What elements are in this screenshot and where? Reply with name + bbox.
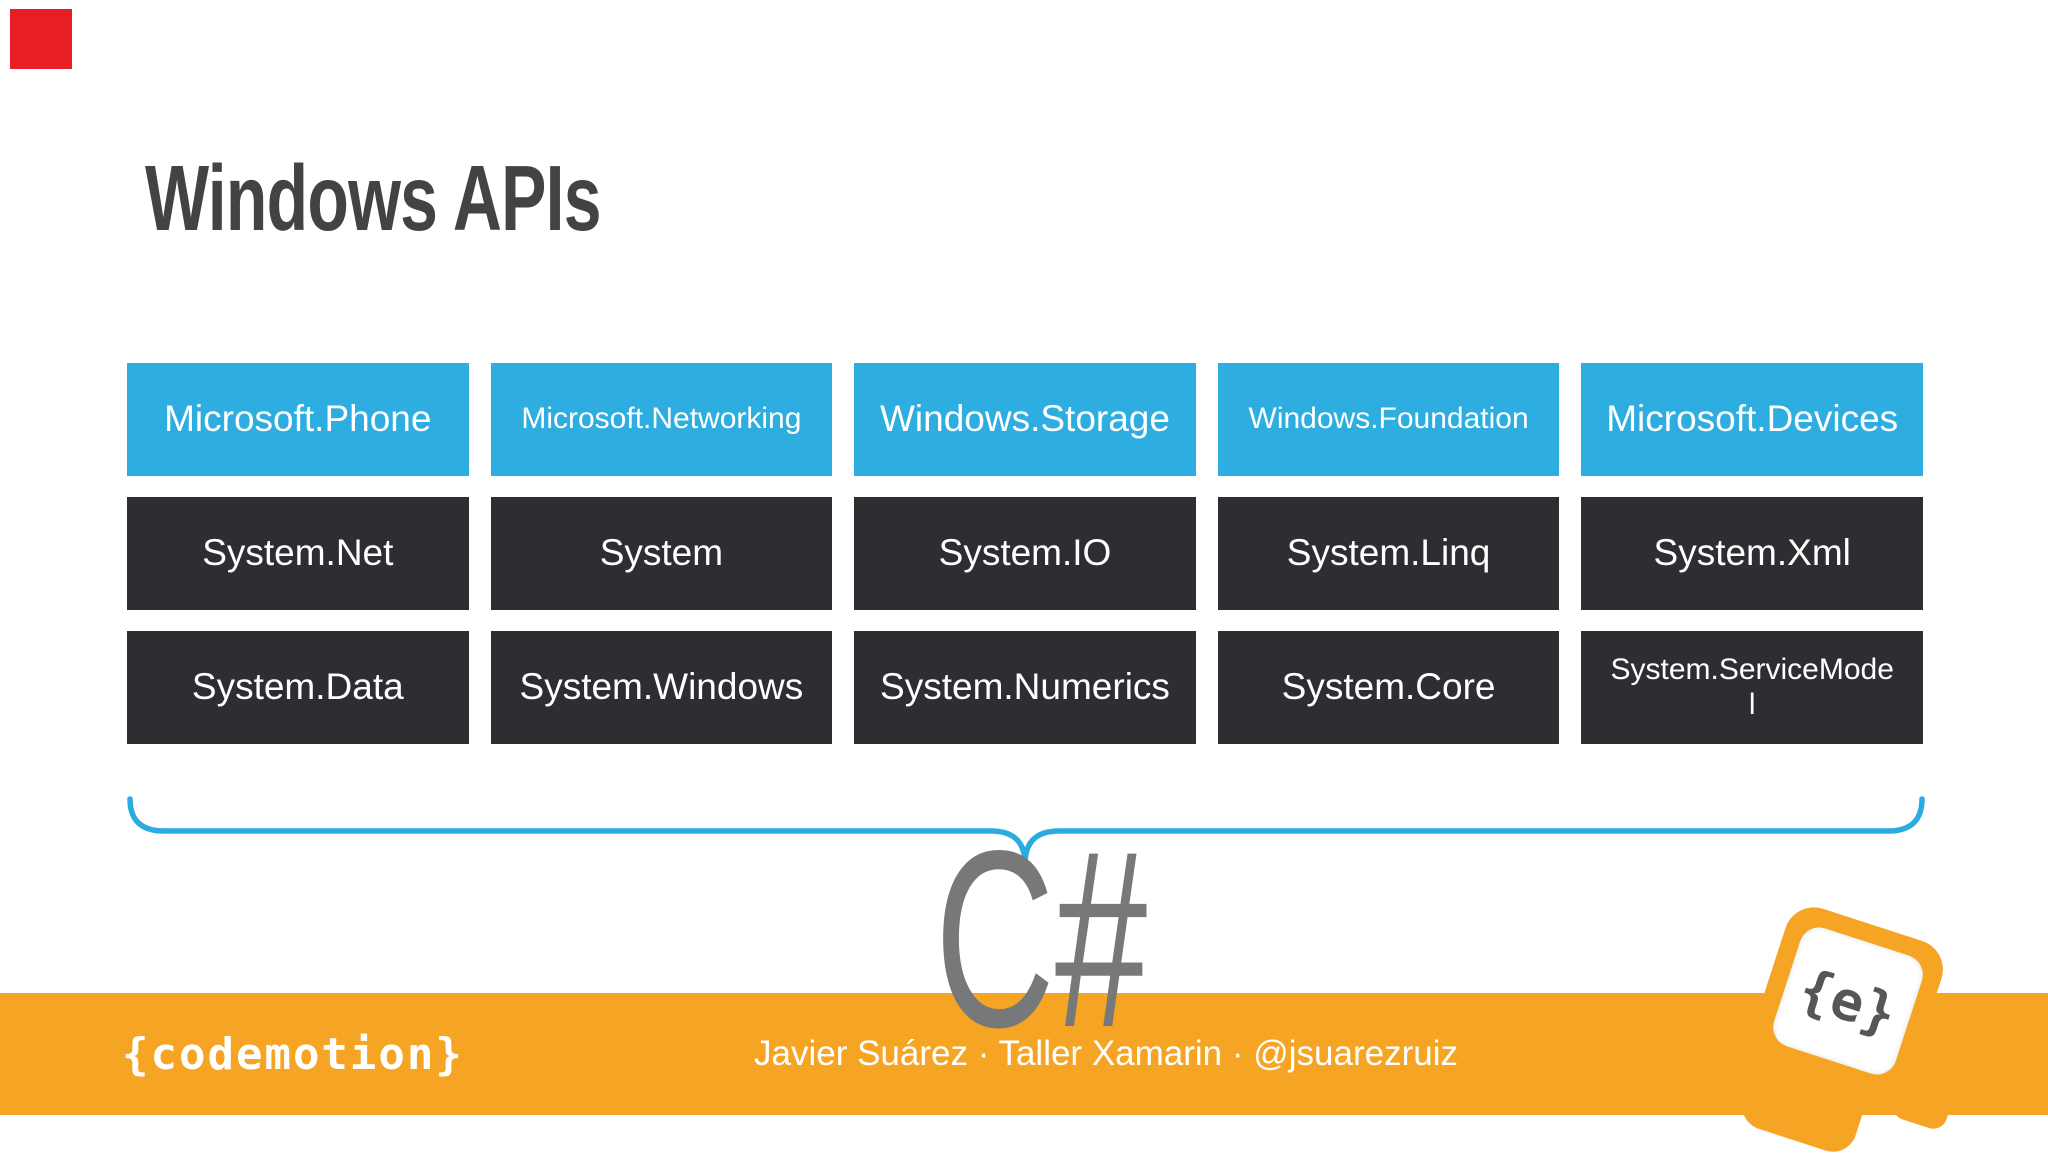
footer-credits: Javier Suárez · Taller Xamarin · @jsuare… (754, 1034, 1458, 1073)
codemotion-badge-icon: {e} (1736, 899, 1994, 1158)
api-box-system-numerics: System.Numerics (854, 631, 1196, 744)
badge-inner-square: {e} (1767, 922, 1929, 1080)
api-box-microsoft-phone: Microsoft.Phone (127, 363, 469, 476)
api-grid: Microsoft.Phone Microsoft.Networking Win… (127, 363, 1923, 744)
api-box-system-io: System.IO (854, 497, 1196, 610)
api-box-system-servicemodel: System.ServiceMode l (1581, 631, 1923, 744)
api-box-system-net: System.Net (127, 497, 469, 610)
badge-glyph: {e} (1791, 955, 1905, 1047)
api-box-system-linq: System.Linq (1217, 497, 1560, 610)
api-box-windows-storage: Windows.Storage (854, 363, 1196, 476)
api-box-system-windows: System.Windows (490, 631, 833, 744)
api-box-system-data: System.Data (127, 631, 469, 744)
api-box-system-xml: System.Xml (1581, 497, 1923, 610)
api-box-system-core: System.Core (1217, 631, 1560, 744)
api-box-windows-foundation: Windows.Foundation (1217, 363, 1560, 476)
api-box-microsoft-networking: Microsoft.Networking (490, 363, 833, 476)
page-title: Windows APIs (145, 146, 602, 250)
csharp-label: C# (934, 799, 1148, 1080)
footer-bar: {codemotion} Javier Suárez · Taller Xama… (0, 993, 2048, 1115)
api-box-system: System (490, 497, 833, 610)
curly-brace-icon (127, 796, 1925, 865)
api-box-microsoft-devices: Microsoft.Devices (1581, 363, 1923, 476)
red-indicator (10, 9, 72, 69)
codemotion-logo: {codemotion} (122, 1028, 464, 1080)
